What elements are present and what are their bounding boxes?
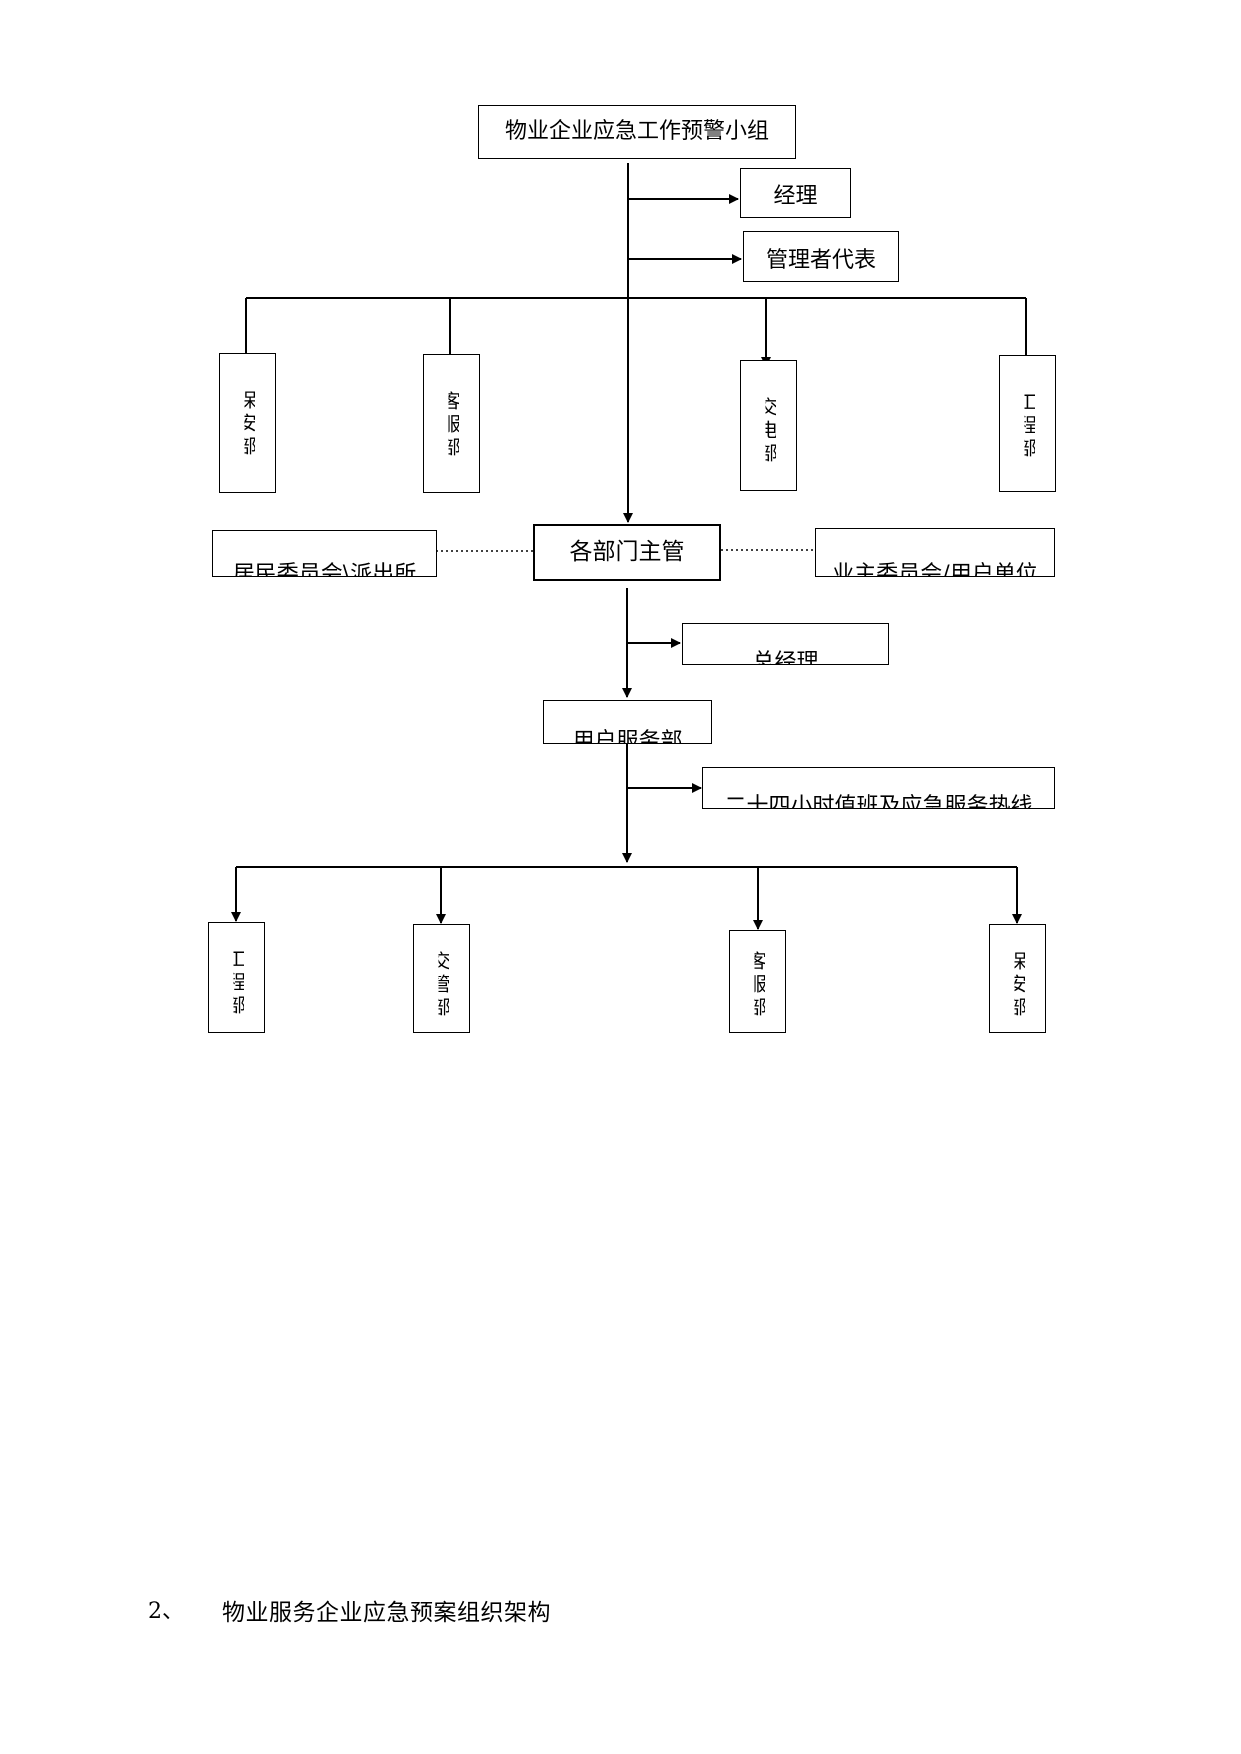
row1-dept-2-label: 客服部 <box>439 391 461 460</box>
row2-dept-1: 工程部 <box>208 922 265 1033</box>
dept-supervisors-box: 各部门主管 <box>533 524 721 581</box>
row1-dept-2: 客服部 <box>423 354 480 493</box>
dept-supervisors-label: 各部门主管 <box>569 539 685 565</box>
customer-service-box: 用户服务部 <box>543 700 712 744</box>
mgmt-rep-box: 管理者代表 <box>743 231 899 282</box>
general-manager-label: 总经理 <box>752 650 819 665</box>
row2-dept-4: 保安部 <box>989 924 1046 1033</box>
row1-dept-4-label: 工程部 <box>1015 392 1037 461</box>
residents-committee-box: 居民委员会\派出所 <box>212 530 437 577</box>
row2-dept-1-label: 工程部 <box>224 949 246 1018</box>
residents-committee-label: 居民委员会\派出所 <box>232 562 417 577</box>
emergency-group-title-box: 物业企业应急工作预警小组 <box>478 105 796 159</box>
hotline-box: 二十四小时值班及应急服务热线 <box>702 767 1055 809</box>
mgmt-rep-label: 管理者代表 <box>765 247 876 273</box>
general-manager-box: 总经理 <box>682 623 889 665</box>
row2-dept-2-label: 交管部 <box>429 951 451 1020</box>
row1-dept-1-label: 保安部 <box>235 390 257 459</box>
emergency-group-title: 物业企业应急工作预警小组 <box>504 119 769 144</box>
row1-dept-4: 工程部 <box>999 355 1056 492</box>
manager-box: 经理 <box>740 168 851 218</box>
row1-dept-3-label: 交电部 <box>756 397 778 466</box>
owners-committee-box: 业主委员会/用户单位 <box>815 528 1055 577</box>
section-number: 2、 <box>148 1599 184 1624</box>
row1-dept-1: 保安部 <box>219 353 276 493</box>
section-title: 物业服务企业应急预案组织架构 <box>222 1600 551 1626</box>
row2-dept-3-label: 客服部 <box>745 951 767 1020</box>
row1-dept-3: 交电部 <box>740 360 797 491</box>
owners-committee-label: 业主委员会/用户单位 <box>832 562 1038 577</box>
row2-dept-2: 交管部 <box>413 924 470 1033</box>
hotline-label: 二十四小时值班及应急服务热线 <box>724 794 1033 809</box>
row2-dept-3: 客服部 <box>729 930 786 1033</box>
customer-service-label: 用户服务部 <box>572 729 683 744</box>
row2-dept-4-label: 保安部 <box>1005 951 1027 1020</box>
manager-label: 经理 <box>773 184 818 209</box>
